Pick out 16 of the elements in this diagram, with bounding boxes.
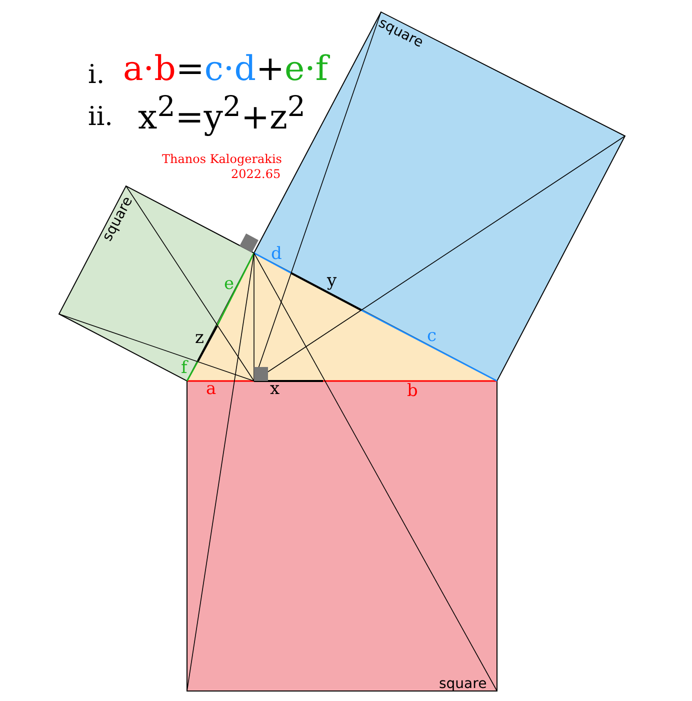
author-name: Thanos Kalogerakis — [162, 153, 282, 165]
side-letter: a — [206, 381, 216, 398]
list-numeral: i. — [88, 62, 105, 88]
side-letter: z — [195, 330, 204, 347]
side-letter: y — [327, 273, 337, 290]
square-label: square — [439, 677, 487, 691]
side-letter: e — [224, 276, 234, 293]
list-numeral: ii. — [88, 104, 113, 130]
side-letter: b — [407, 383, 418, 400]
side-letter: f — [181, 360, 188, 377]
equation: a·b=c·d+e·f — [123, 52, 328, 86]
side-letter: d — [271, 246, 282, 263]
date-label: 2022.65 — [231, 168, 281, 180]
side-letter: x — [270, 381, 280, 398]
side-letter: c — [427, 328, 437, 345]
equation: x$^{2}$=y$^{2}$+z$^{2}$ — [138, 93, 306, 134]
